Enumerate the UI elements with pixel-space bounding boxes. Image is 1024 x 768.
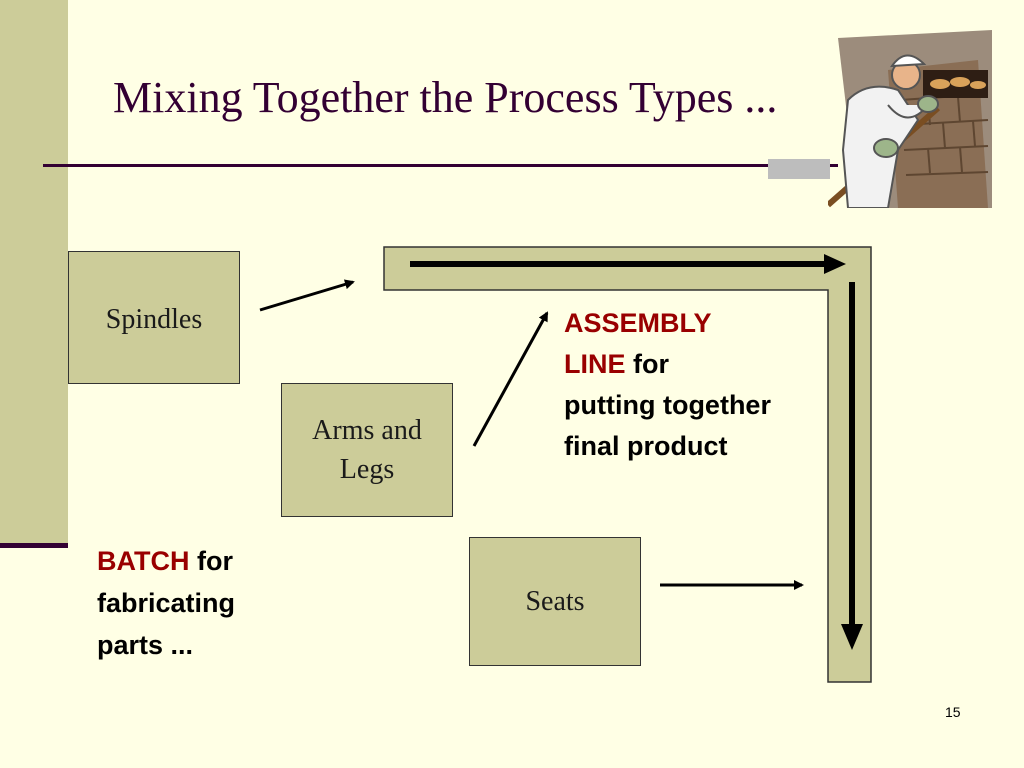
slide-number: 15 (945, 704, 961, 720)
spindles-box: Spindles (68, 251, 240, 384)
assembly-arrowhead-horizontal (824, 254, 846, 274)
assembly-line3: putting together (564, 390, 771, 420)
assembly-line-description: ASSEMBLY LINE for putting together final… (564, 303, 771, 467)
assembly-rest-line2: for (625, 349, 670, 379)
side-band (0, 0, 68, 546)
bread-loaf (930, 79, 950, 89)
arms-feed-arrow (472, 311, 549, 447)
assembly-line4: final product (564, 431, 728, 461)
slide-title: Mixing Together the Process Types ... (113, 73, 778, 122)
assembly-arrowhead-vertical (841, 624, 863, 650)
baker-hat (889, 54, 927, 68)
seats-label: Seats (525, 585, 585, 617)
title-underline (43, 164, 838, 167)
assembly-line-band (383, 246, 872, 683)
baker-clipart (828, 30, 992, 208)
arms-legs-box: Arms and Legs (281, 383, 453, 517)
title-accent-bar (768, 159, 830, 179)
assembly-accent-line2: LINE (564, 349, 626, 379)
batch-line2: fabricating (97, 588, 236, 618)
side-rule (0, 543, 68, 548)
batch-accent: BATCH (97, 546, 190, 576)
spindles-label: Spindles (105, 304, 203, 335)
arms-label-line1: Arms and (312, 414, 422, 446)
batch-line3: parts ... (97, 630, 194, 660)
seats-box: Seats (469, 537, 641, 666)
baker-glove (873, 138, 899, 158)
batch-description: BATCH for fabricating parts ... (97, 540, 235, 666)
batch-rest-line1: for (189, 546, 233, 576)
spindles-feed-arrow (259, 279, 355, 312)
assembly-accent-line1: ASSEMBLY (564, 308, 712, 338)
arms-label-line2: Legs (339, 454, 395, 485)
